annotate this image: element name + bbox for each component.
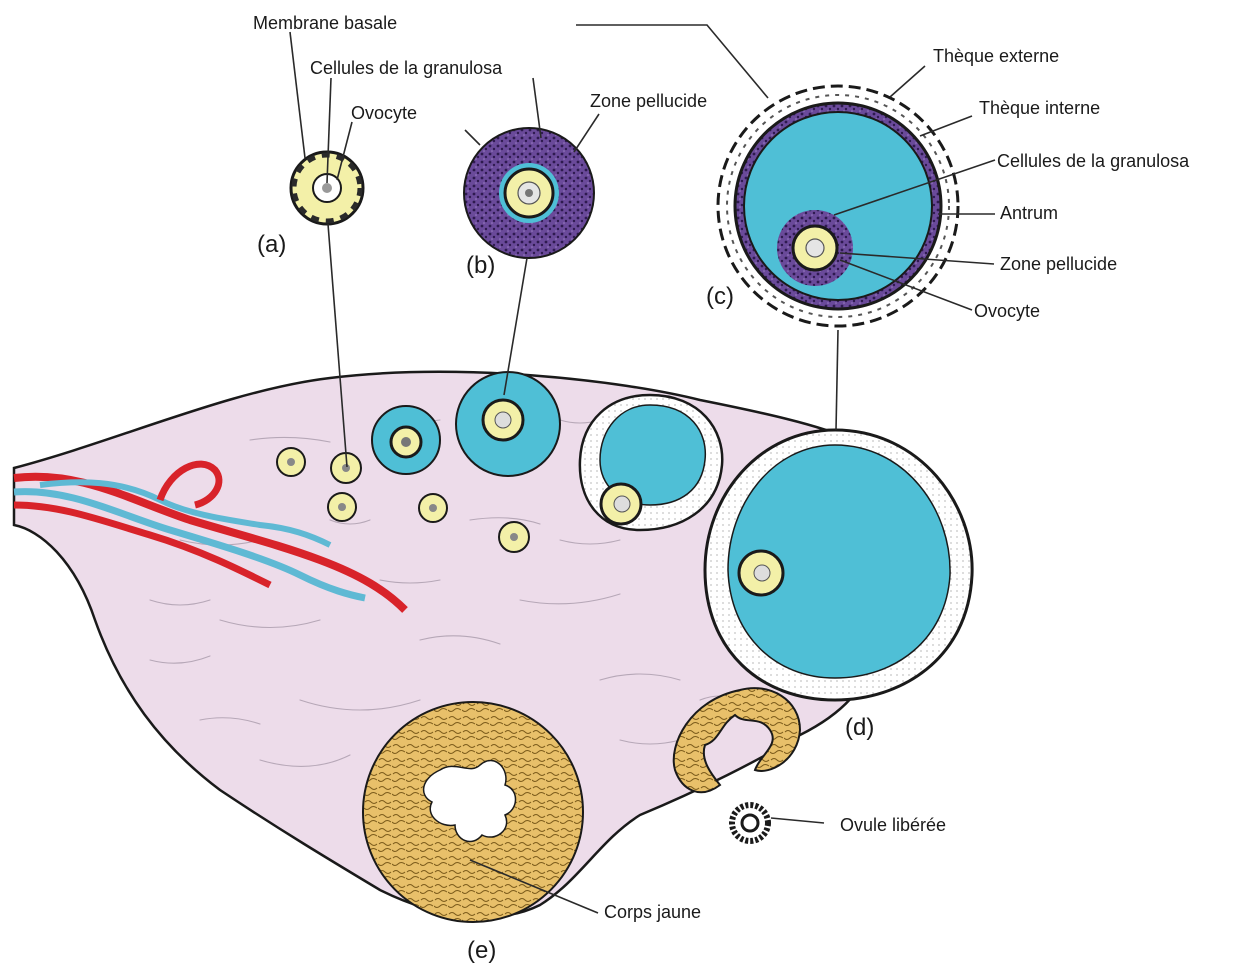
label-granulosa-c: Cellules de la granulosa xyxy=(997,151,1190,171)
label-ovocyte-a: Ovocyte xyxy=(351,103,417,123)
growing-follicle-small xyxy=(372,406,440,474)
label-antrum: Antrum xyxy=(1000,203,1058,223)
label-ovule-liberee: Ovule libérée xyxy=(840,815,946,835)
stage-label-d: (d) xyxy=(845,714,874,741)
label-theque-externe: Thèque externe xyxy=(933,46,1059,66)
stage-label-b: (b) xyxy=(466,252,495,279)
mature-follicle-d xyxy=(705,430,972,700)
small-follicle xyxy=(328,493,356,521)
small-follicle xyxy=(277,448,305,476)
released-ovum xyxy=(732,805,768,841)
stage-label-a: (a) xyxy=(257,231,286,258)
antral-follicle xyxy=(580,395,722,530)
growing-follicle-large xyxy=(456,372,560,476)
corpus-luteum xyxy=(363,702,583,922)
label-theque-interne: Thèque interne xyxy=(979,98,1100,118)
label-granulosa-a: Cellules de la granulosa xyxy=(310,58,503,78)
detail-follicle-c xyxy=(718,86,958,326)
small-follicle xyxy=(499,522,529,552)
detail-follicle-b xyxy=(464,128,594,258)
label-ovocyte-c: Ovocyte xyxy=(974,301,1040,321)
label-zone-pellucide-b: Zone pellucide xyxy=(590,91,707,111)
small-follicle xyxy=(419,494,447,522)
label-zone-pellucide-c: Zone pellucide xyxy=(1000,254,1117,274)
label-corps-jaune: Corps jaune xyxy=(604,902,701,922)
label-membrane-basale: Membrane basale xyxy=(253,13,397,33)
stage-label-c: (c) xyxy=(706,283,734,310)
stage-label-e: (e) xyxy=(467,937,496,964)
